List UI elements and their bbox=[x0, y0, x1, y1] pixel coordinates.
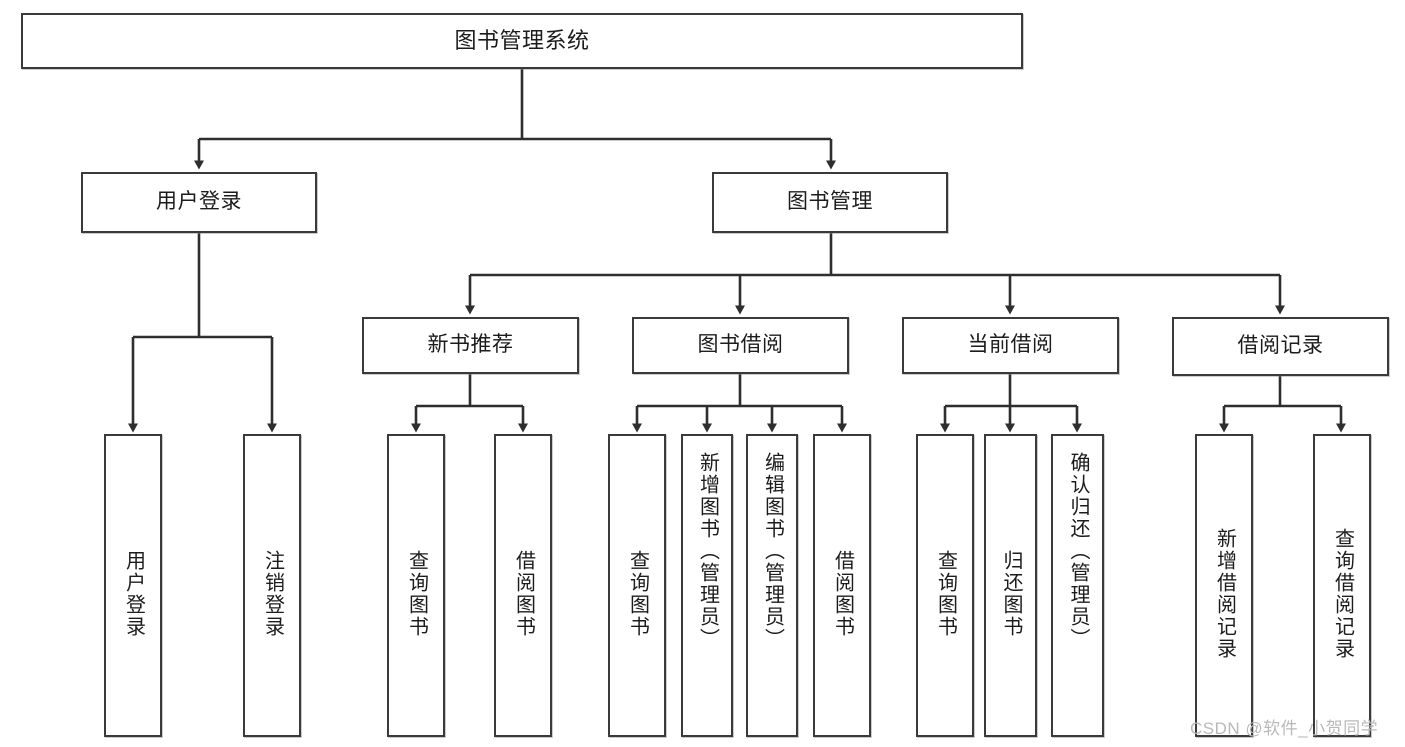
node-new-book-recommend-label: 新书推荐 bbox=[427, 333, 514, 357]
node-leaf-borrow-borrow-book[interactable]: 借阅图书 bbox=[813, 434, 871, 737]
node-leaf-logout-label: 注销登录 bbox=[261, 549, 284, 638]
node-new-book-recommend[interactable]: 新书推荐 bbox=[362, 317, 579, 374]
node-leaf-user-login-label: 用户登录 bbox=[122, 549, 145, 638]
node-leaf-borrow-add-book[interactable]: 新增图书（管理员） bbox=[681, 434, 733, 737]
node-leaf-borrow-query-book[interactable]: 查询图书 bbox=[608, 434, 666, 737]
node-leaf-current-confirm-return-label: 确认归还（管理员） bbox=[1067, 452, 1089, 650]
node-leaf-logout[interactable]: 注销登录 bbox=[243, 434, 301, 737]
node-leaf-record-query[interactable]: 查询借阅记录 bbox=[1313, 434, 1371, 737]
node-leaf-current-query-book[interactable]: 查询图书 bbox=[916, 434, 974, 737]
node-leaf-borrow-edit-book-label: 编辑图书（管理员） bbox=[761, 452, 784, 650]
node-borrow-record[interactable]: 借阅记录 bbox=[1172, 317, 1389, 376]
node-leaf-borrow-query-book-label: 查询图书 bbox=[626, 549, 649, 638]
node-user-login-label: 用户登录 bbox=[156, 190, 242, 214]
node-leaf-user-login[interactable]: 用户登录 bbox=[104, 434, 162, 737]
node-book-borrow-label: 图书借阅 bbox=[697, 333, 784, 357]
node-leaf-current-query-book-label: 查询图书 bbox=[934, 549, 957, 638]
node-leaf-newbook-borrow-book-label: 借阅图书 bbox=[512, 549, 535, 638]
node-leaf-current-confirm-return[interactable]: 确认归还（管理员） bbox=[1051, 434, 1104, 737]
node-leaf-borrow-borrow-book-label: 借阅图书 bbox=[831, 549, 854, 638]
node-book-management[interactable]: 图书管理 bbox=[712, 172, 948, 233]
node-leaf-current-return-book[interactable]: 归还图书 bbox=[984, 434, 1037, 737]
node-leaf-record-query-label: 查询借阅记录 bbox=[1331, 527, 1354, 660]
node-book-management-label: 图书管理 bbox=[787, 190, 873, 214]
node-root-system[interactable]: 图书管理系统 bbox=[21, 13, 1023, 69]
csdn-watermark: CSDN @软件_小贺同学 bbox=[1190, 719, 1379, 738]
node-leaf-newbook-query-book-label: 查询图书 bbox=[405, 549, 428, 638]
node-leaf-borrow-edit-book[interactable]: 编辑图书（管理员） bbox=[746, 434, 798, 737]
node-leaf-newbook-query-book[interactable]: 查询图书 bbox=[387, 434, 445, 737]
node-root-system-label: 图书管理系统 bbox=[454, 28, 590, 54]
node-current-borrow-label: 当前借阅 bbox=[967, 333, 1054, 357]
node-leaf-current-return-book-label: 归还图书 bbox=[1000, 549, 1022, 638]
node-user-login[interactable]: 用户登录 bbox=[81, 172, 317, 233]
node-leaf-record-add[interactable]: 新增借阅记录 bbox=[1195, 434, 1253, 737]
node-leaf-newbook-borrow-book[interactable]: 借阅图书 bbox=[494, 434, 552, 737]
node-leaf-borrow-add-book-label: 新增图书（管理员） bbox=[696, 452, 719, 650]
node-book-borrow[interactable]: 图书借阅 bbox=[632, 317, 849, 374]
node-current-borrow[interactable]: 当前借阅 bbox=[902, 317, 1119, 374]
node-borrow-record-label: 借阅记录 bbox=[1237, 334, 1324, 358]
node-leaf-record-add-label: 新增借阅记录 bbox=[1213, 527, 1236, 660]
